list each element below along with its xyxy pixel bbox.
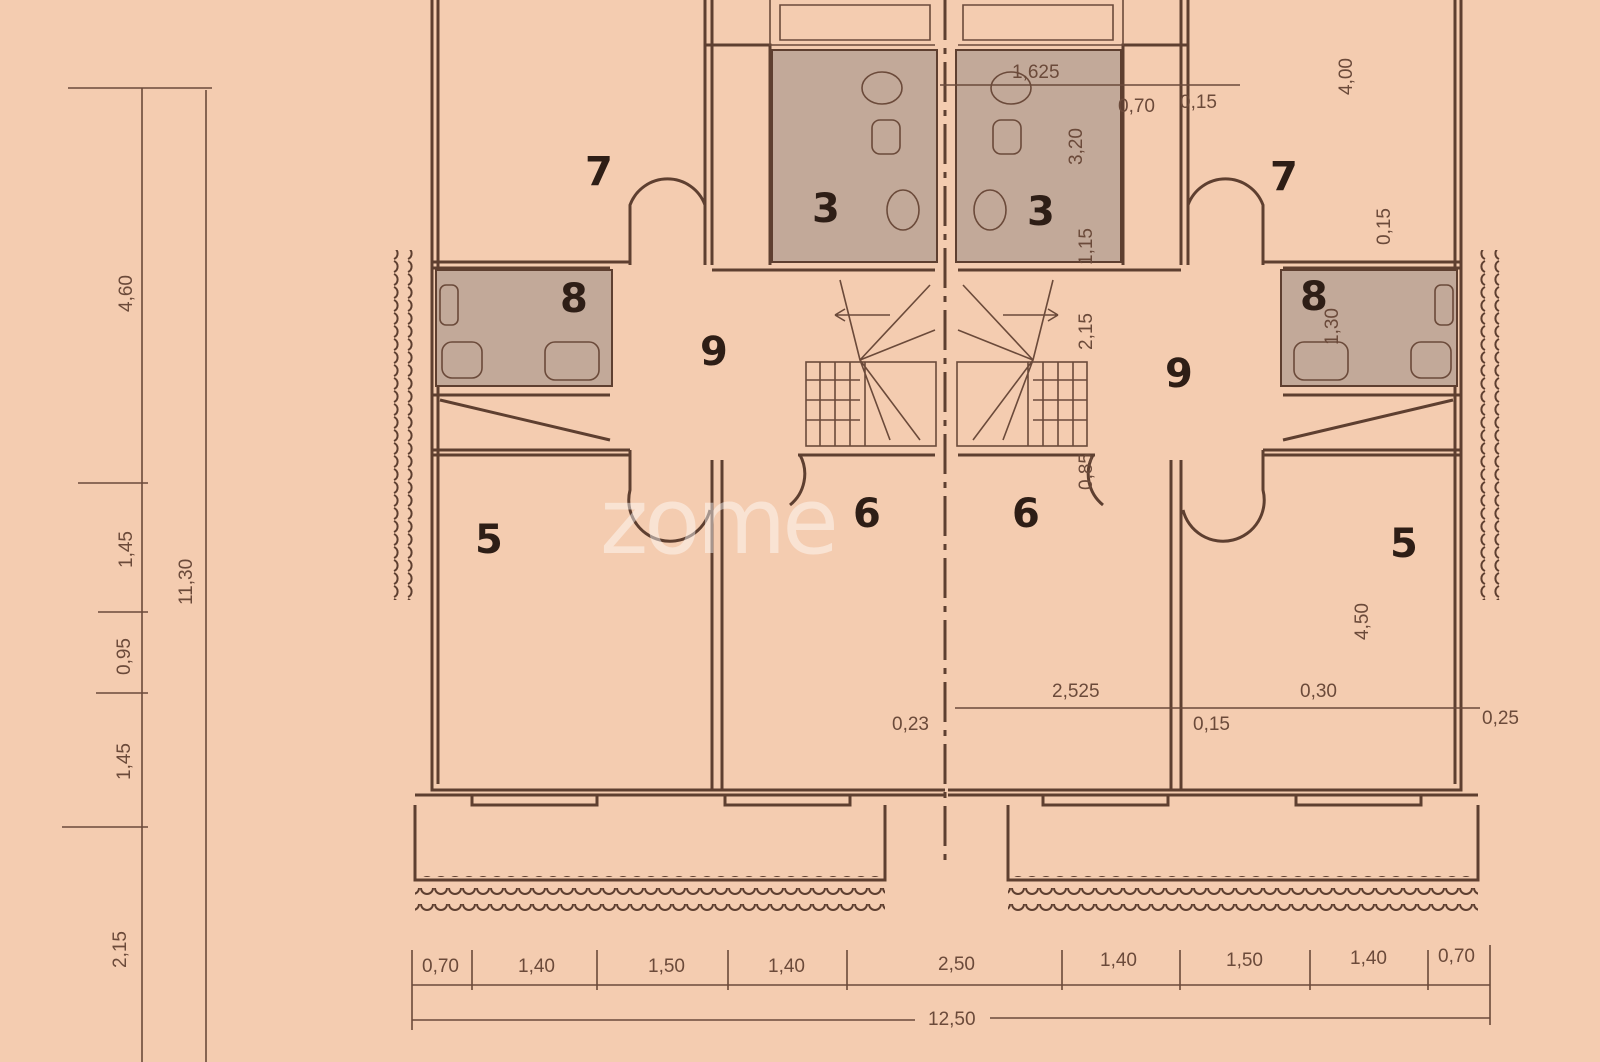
dim-label: 1,15 — [1076, 228, 1097, 265]
room-9-right: 9 — [1165, 351, 1193, 397]
dim-label: 1,40 — [1100, 950, 1137, 971]
dim-label: 1,30 — [1322, 308, 1343, 345]
dim-label: 0,30 — [1300, 681, 1337, 702]
dim-label: 0,70 — [1118, 96, 1155, 117]
room-3-left: 3 — [812, 186, 840, 232]
watermark-logo: zome — [600, 468, 835, 575]
bottom-dimension-chain: 0,70 1,40 1,50 1,40 2,50 1,40 1,50 1,40 … — [411, 945, 1491, 1030]
dim-label: 0,25 — [1482, 708, 1519, 729]
room-7-left: 7 — [585, 149, 613, 195]
dim-label: 0,15 — [1374, 208, 1395, 245]
room-5-right: 5 — [1390, 521, 1418, 567]
right-unit-walls — [946, 0, 1505, 914]
dim-label: 0,15 — [1193, 714, 1230, 735]
room-8-left: 8 — [560, 276, 588, 322]
dim-label: 0,85 — [1076, 453, 1097, 490]
dim-label: 1,40 — [1350, 948, 1387, 969]
dim-label: 1,40 — [518, 956, 555, 977]
dim-label: 4,50 — [1352, 603, 1373, 640]
dim-label: 0,95 — [114, 638, 135, 675]
dim-label: 0,70 — [422, 956, 459, 977]
dim-label: 2,525 — [1052, 681, 1100, 702]
dim-label: 2,15 — [1076, 313, 1097, 350]
dim-label: 0,70 — [1438, 946, 1475, 967]
left-unit-walls — [390, 0, 945, 912]
dim-label: 1,50 — [648, 956, 685, 977]
dim-label: 2,50 — [938, 954, 975, 975]
dim-total-label: 12,50 — [928, 1009, 976, 1030]
dim-label: 1,45 — [116, 531, 137, 568]
dim-label: 1,625 — [1012, 62, 1060, 83]
dim-label: 0,23 — [892, 714, 929, 735]
room-5-left: 5 — [475, 517, 503, 563]
dim-label: 4,00 — [1336, 58, 1357, 95]
dim-label: 1,45 — [114, 743, 135, 780]
room-6-left: 6 — [853, 491, 881, 537]
dim-label: 3,20 — [1066, 128, 1087, 165]
interior-dimensions: 1,625 0,70 0,15 3,20 4,00 0,15 1,15 2,15… — [892, 58, 1519, 735]
dim-label: 2,15 — [110, 931, 131, 968]
dim-label: 1,50 — [1226, 950, 1263, 971]
room-8-right: 8 — [1300, 274, 1328, 320]
dim-label: 1,40 — [768, 956, 805, 977]
dim-total-label: 11,30 — [176, 559, 197, 605]
left-dimension-chain: 4,60 1,45 0,95 1,45 2,15 11,30 — [62, 87, 212, 1062]
dim-label: 0,15 — [1180, 92, 1217, 113]
room-3-right: 3 — [1027, 189, 1055, 235]
room-9-left: 9 — [700, 329, 728, 375]
room-7-right: 7 — [1270, 154, 1298, 200]
room-6-right: 6 — [1012, 491, 1040, 537]
dim-label: 4,60 — [116, 275, 137, 312]
